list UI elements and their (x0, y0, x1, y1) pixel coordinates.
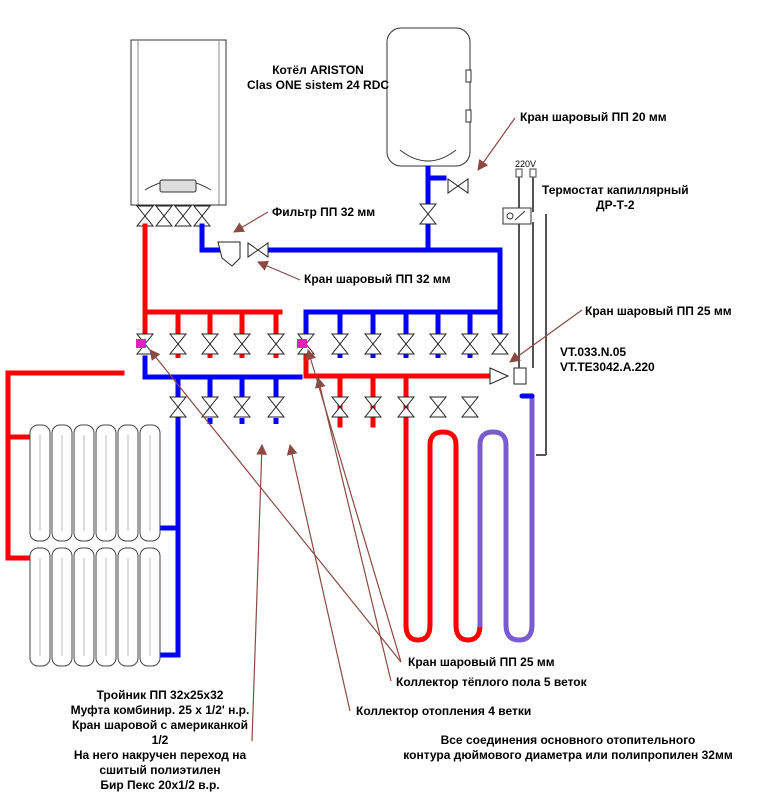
ball-valve-25-top-label: Кран шаровый ПП 25 мм (585, 304, 732, 318)
boiler (130, 39, 227, 206)
mixing-valve (489, 367, 527, 385)
thermostat-label: Термостат капиллярный ДР-Т-2 (542, 183, 689, 212)
ball-valve-20 (447, 178, 469, 194)
radiators (29, 424, 161, 667)
annotation-arrows (149, 117, 583, 742)
return-pipes (142, 165, 503, 658)
filter (217, 241, 241, 267)
voltage-label: 220V (515, 159, 537, 169)
filter-32-label: Фильтр ПП 32 мм (272, 205, 376, 219)
valve-marker-left (136, 339, 146, 348)
boiler-outlet-valves (136, 205, 211, 227)
tee-note: Тройник ПП 32х25х32 Муфта комбинир. 25 х… (70, 688, 250, 792)
valve-codes-label: VT.033.N.05 VT.TE3042.A.220 (560, 345, 655, 374)
ball-valve-25-bottom-label: Кран шаровый ПП 25 мм (408, 655, 555, 669)
connections-note: Все соединения основного отопительного к… (403, 733, 733, 762)
heating-collector-label: Коллектор отопления 4 ветки (356, 704, 532, 718)
thermostat-box (502, 207, 532, 225)
valve-marker-right (297, 339, 307, 348)
tank-valve-vertical (419, 203, 437, 225)
ball-valve-32-label: Кран шаровый ПП 32 мм (304, 272, 451, 286)
expansion-tank (386, 27, 472, 167)
floor-collector-label: Коллектор тёплого пола 5 веток (396, 675, 587, 689)
ball-valve-32 (247, 242, 269, 258)
ball-valve-20-label: Кран шаровый ПП 20 мм (520, 110, 667, 124)
floor-loops (403, 393, 535, 643)
boiler-label: Котёл ARISTON Clas ONE sistem 24 RDC (247, 63, 390, 92)
